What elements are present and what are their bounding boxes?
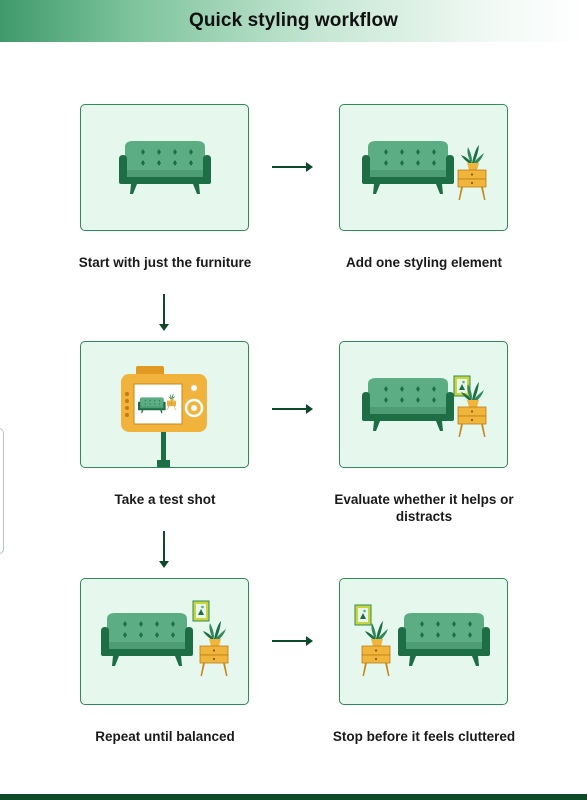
step-caption-2: Add one styling element xyxy=(345,255,503,270)
header-banner: Quick styling workflow xyxy=(0,0,587,42)
footer-bar xyxy=(0,794,587,800)
step-card-stop xyxy=(339,578,508,705)
step-caption-6: Stop before it feels cluttered xyxy=(332,729,516,744)
step-card-repeat xyxy=(80,578,249,705)
page-title: Quick styling workflow xyxy=(188,10,399,31)
step-caption-1: Start with just the furniture xyxy=(78,255,252,270)
step-caption-3: Take a test shot xyxy=(114,492,216,507)
step-caption-4: Evaluate whether it helps or distracts xyxy=(334,492,514,524)
arrow-right-icon xyxy=(272,404,313,414)
arrow-down-icon xyxy=(159,531,169,568)
sofa-with-plant-and-frame-icon xyxy=(101,600,229,677)
arrow-right-icon xyxy=(272,162,313,172)
arrow-down-icon xyxy=(159,294,169,331)
sofa-with-plant-and-frame-icon xyxy=(362,375,487,438)
step-caption-5: Repeat until balanced xyxy=(95,729,235,744)
side-tab-edge xyxy=(0,428,4,554)
sofa-icon xyxy=(119,141,211,194)
step-card-test-shot xyxy=(80,341,249,468)
camera-on-tripod-icon xyxy=(121,366,207,467)
step-card-start-furniture xyxy=(80,104,249,231)
sofa-with-side-table-left-icon xyxy=(354,604,490,677)
step-card-evaluate xyxy=(339,341,508,468)
step-card-add-element xyxy=(339,104,508,231)
sofa-with-plant-icon xyxy=(362,141,487,201)
arrow-right-icon xyxy=(272,636,313,646)
